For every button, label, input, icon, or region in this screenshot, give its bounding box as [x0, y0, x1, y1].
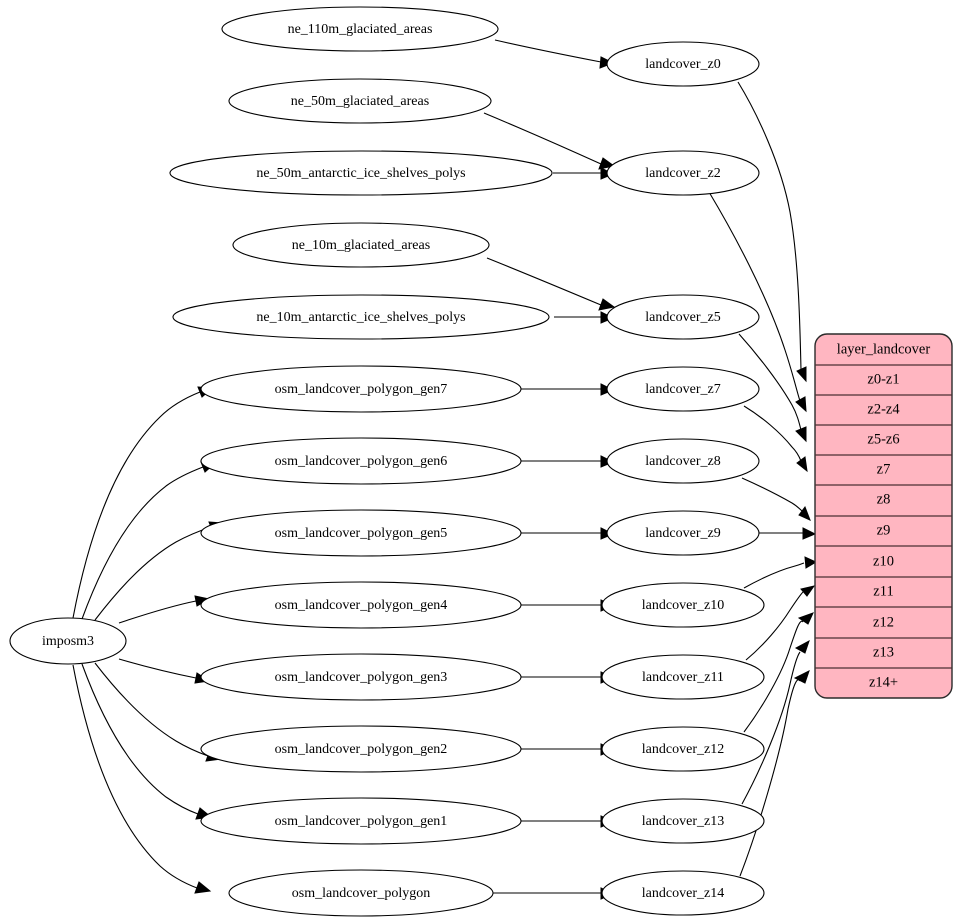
layer-table-row-z14-plus[interactable]: z14+ — [869, 674, 898, 690]
layer-table-row-z8[interactable]: z8 — [877, 491, 891, 507]
edge-gen5-to-z9 — [521, 527, 615, 540]
edge-imposm3-to-polygon — [72, 664, 212, 894]
node-osm-landcover-polygon-gen2-label: osm_landcover_polygon_gen2 — [275, 742, 448, 757]
layer-table-row-z0-z1[interactable]: z0-z1 — [867, 371, 899, 387]
node-imposm3[interactable]: imposm3 — [9, 617, 127, 665]
node-ne-10m-antarctic-ice-shelves-polys[interactable]: ne_10m_antarctic_ice_shelves_polys — [172, 294, 550, 340]
node-osm-landcover-polygon-gen2[interactable]: osm_landcover_polygon_gen2 — [200, 725, 522, 773]
node-landcover-z10-label: landcover_z10 — [642, 598, 724, 613]
edge-imposm3-to-gen3 — [118, 658, 211, 684]
edge-z2-to-row-z2z4 — [708, 191, 807, 413]
layer-table-title: layer_landcover — [837, 341, 931, 357]
node-ne-110m-glaciated-areas[interactable]: ne_110m_glaciated_areas — [221, 6, 499, 52]
node-landcover-z14[interactable]: landcover_z14 — [601, 870, 765, 916]
node-osm-landcover-polygon-gen4-label: osm_landcover_polygon_gen4 — [275, 598, 448, 613]
node-ne-50m-antarctic-ice-shelves-polys[interactable]: ne_50m_antarctic_ice_shelves_polys — [169, 150, 553, 196]
node-landcover-z14-label: landcover_z14 — [642, 886, 724, 901]
node-ne-10m-antarctic-ice-shelves-polys-label: ne_10m_antarctic_ice_shelves_polys — [256, 310, 465, 325]
node-landcover-z8-label: landcover_z8 — [645, 454, 720, 469]
node-landcover-z9[interactable]: landcover_z9 — [606, 510, 760, 556]
edge-ne10shelves-to-z5 — [554, 311, 615, 324]
node-osm-landcover-polygon-gen6[interactable]: osm_landcover_polygon_gen6 — [200, 437, 522, 485]
edge-z14-to-row-z14plus — [739, 670, 810, 877]
layer-table-row-z13[interactable]: z13 — [873, 644, 894, 660]
node-landcover-z7[interactable]: landcover_z7 — [606, 366, 760, 412]
node-landcover-z13-label: landcover_z13 — [642, 814, 724, 829]
node-landcover-z2[interactable]: landcover_z2 — [606, 150, 760, 196]
edge-z5-to-row-z5z6 — [738, 333, 807, 443]
node-osm-landcover-polygon-gen3-label: osm_landcover_polygon_gen3 — [275, 670, 448, 685]
node-osm-landcover-polygon-gen3[interactable]: osm_landcover_polygon_gen3 — [200, 653, 522, 701]
node-landcover-z2-label: landcover_z2 — [645, 166, 720, 181]
edge-ne110-to-z0 — [494, 39, 615, 69]
node-landcover-z5[interactable]: landcover_z5 — [606, 294, 760, 340]
node-landcover-z9-label: landcover_z9 — [645, 526, 720, 541]
layer-table-row-z7[interactable]: z7 — [877, 461, 891, 477]
edge-imposm3-to-gen7 — [72, 386, 214, 619]
layer-table-row-z10[interactable]: z10 — [873, 553, 894, 569]
node-landcover-z7-label: landcover_z7 — [645, 382, 720, 397]
node-ne-50m-antarctic-ice-shelves-polys-label: ne_50m_antarctic_ice_shelves_polys — [256, 166, 465, 181]
edge-z13-to-row-z13 — [741, 639, 810, 805]
edge-polygon-to-z14 — [493, 887, 615, 900]
edge-gen4-to-z10 — [521, 599, 615, 612]
node-osm-landcover-polygon-gen5-label: osm_landcover_polygon_gen5 — [275, 526, 448, 541]
edge-z10-to-row-z10 — [743, 556, 818, 589]
edge-imposm3-to-gen6 — [81, 461, 217, 620]
edge-ne50shelves-to-z2 — [553, 167, 615, 180]
edge-z0-to-row-z0z1 — [737, 81, 807, 383]
node-ne-50m-glaciated-areas-label: ne_50m_glaciated_areas — [291, 94, 429, 109]
node-ne-10m-glaciated-areas-label: ne_10m_glaciated_areas — [292, 238, 430, 253]
layer-table-row-z12[interactable]: z12 — [873, 614, 894, 630]
edge-ne10glac-to-z5 — [486, 257, 616, 311]
edge-gen7-to-z7 — [521, 383, 615, 396]
layer-table-row-z5-z6[interactable]: z5-z6 — [867, 431, 899, 447]
node-osm-landcover-polygon-gen4[interactable]: osm_landcover_polygon_gen4 — [200, 581, 522, 629]
node-landcover-z0-label: landcover_z0 — [645, 57, 720, 72]
edge-z12-to-row-z12 — [743, 612, 814, 733]
edge-imposm3-to-gen1 — [81, 663, 213, 820]
node-landcover-z11-label: landcover_z11 — [642, 670, 724, 685]
edge-gen3-to-z11 — [521, 671, 615, 684]
layer-table-row-z2-z4[interactable]: z2-z4 — [867, 401, 900, 417]
layer-table-row-z9[interactable]: z9 — [877, 522, 891, 538]
edge-z9-to-row-z9 — [756, 527, 817, 540]
node-landcover-z13[interactable]: landcover_z13 — [601, 798, 765, 844]
node-osm-landcover-polygon[interactable]: osm_landcover_polygon — [228, 869, 494, 917]
node-landcover-z10[interactable]: landcover_z10 — [601, 582, 765, 628]
edge-z7-to-row-z7 — [743, 405, 808, 473]
node-ne-50m-glaciated-areas[interactable]: ne_50m_glaciated_areas — [228, 78, 492, 124]
node-landcover-z12[interactable]: landcover_z12 — [601, 726, 765, 772]
edge-z8-to-row-z8 — [741, 477, 811, 521]
edge-gen1-to-z13 — [521, 815, 615, 828]
node-ne-10m-glaciated-areas[interactable]: ne_10m_glaciated_areas — [232, 222, 490, 268]
node-landcover-z8[interactable]: landcover_z8 — [606, 438, 760, 484]
node-landcover-z0[interactable]: landcover_z0 — [606, 41, 760, 87]
edge-gen6-to-z8 — [521, 455, 615, 468]
layer-table-row-z11[interactable]: z11 — [873, 583, 893, 599]
node-osm-landcover-polygon-gen6-label: osm_landcover_polygon_gen6 — [275, 454, 448, 469]
node-landcover-z11[interactable]: landcover_z11 — [601, 654, 765, 700]
node-landcover-z5-label: landcover_z5 — [645, 310, 720, 325]
node-imposm3-label: imposm3 — [42, 634, 94, 649]
edge-imposm3-to-gen4 — [118, 595, 211, 624]
node-osm-landcover-polygon-label: osm_landcover_polygon — [292, 886, 430, 901]
node-osm-landcover-polygon-gen7[interactable]: osm_landcover_polygon_gen7 — [200, 365, 522, 413]
node-landcover-z12-label: landcover_z12 — [642, 742, 724, 757]
edge-gen2-to-z12 — [521, 743, 615, 756]
edge-z11-to-row-z11 — [745, 585, 816, 661]
node-osm-landcover-polygon-gen5[interactable]: osm_landcover_polygon_gen5 — [200, 509, 522, 557]
node-osm-landcover-polygon-gen1-label: osm_landcover_polygon_gen1 — [275, 814, 448, 829]
layer-landcover-table[interactable]: layer_landcover z0-z1 z2-z4 z5-z6 z7 z8 … — [814, 333, 953, 699]
node-osm-landcover-polygon-gen1[interactable]: osm_landcover_polygon_gen1 — [200, 797, 522, 845]
node-ne-110m-glaciated-areas-label: ne_110m_glaciated_areas — [288, 22, 433, 37]
node-osm-landcover-polygon-gen7-label: osm_landcover_polygon_gen7 — [275, 382, 448, 397]
